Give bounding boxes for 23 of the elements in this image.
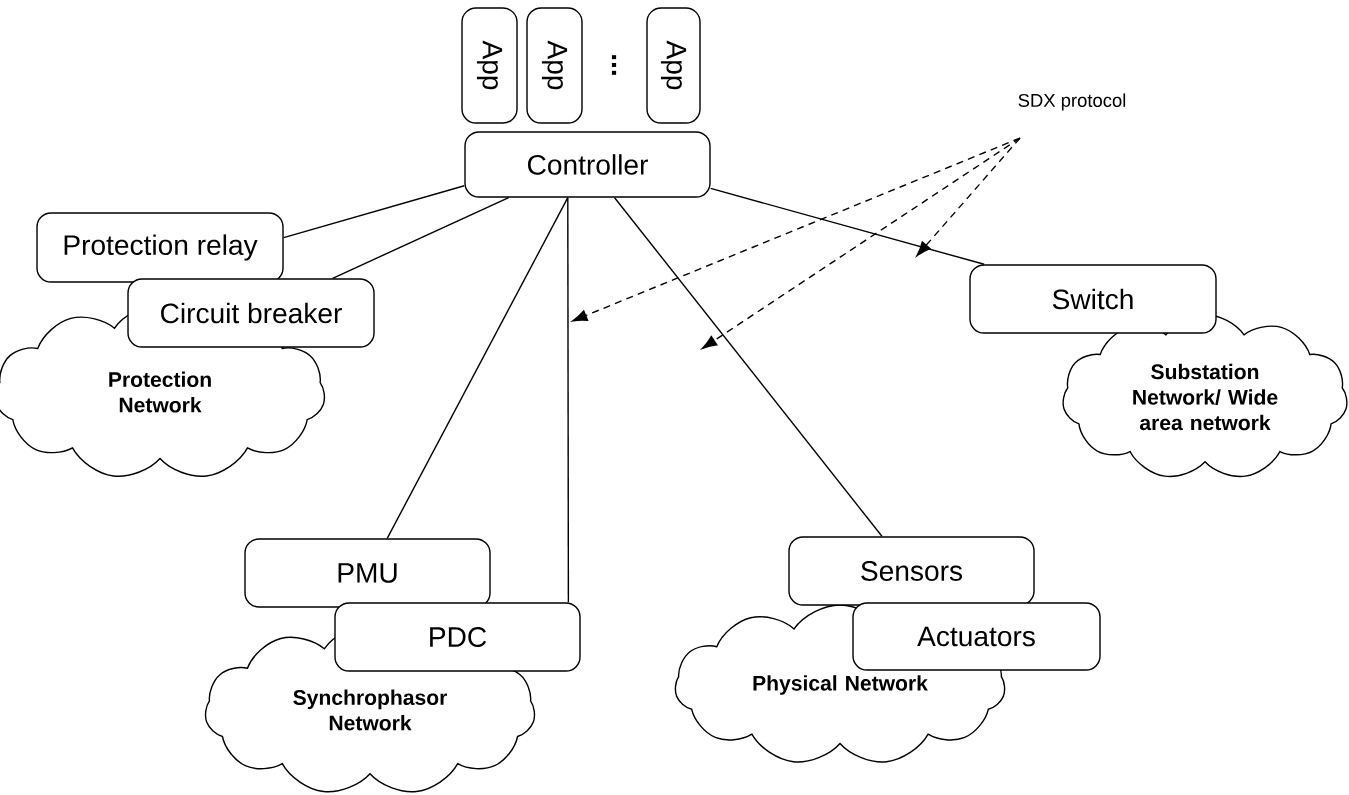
connector-line xyxy=(567,197,570,603)
connector-line xyxy=(331,197,510,279)
device-box: PDC xyxy=(334,602,581,672)
connector-line xyxy=(386,197,569,539)
connector-line xyxy=(710,187,985,265)
device-box: Actuators xyxy=(852,602,1101,671)
network-cloud: Substation Network/ Wide area network xyxy=(1062,313,1348,478)
device-box: Circuit breaker xyxy=(127,278,375,348)
app-box: App xyxy=(461,7,518,124)
dashed-arrow xyxy=(572,137,1021,322)
dashed-arrow xyxy=(916,137,1021,257)
controller-box: Controller xyxy=(464,131,711,198)
connector-line xyxy=(613,197,883,537)
device-box: PMU xyxy=(244,538,491,608)
device-box: Switch xyxy=(969,264,1217,334)
dashed-arrow xyxy=(701,137,1021,349)
ellipsis-mark: ... xyxy=(611,55,617,75)
app-box: App xyxy=(646,7,701,124)
device-box: Sensors xyxy=(788,536,1035,606)
device-box: Protection relay xyxy=(36,212,284,283)
app-box: App xyxy=(526,7,583,124)
annotation-text: SDX protocol xyxy=(1018,93,1126,111)
connector-line xyxy=(283,185,465,239)
